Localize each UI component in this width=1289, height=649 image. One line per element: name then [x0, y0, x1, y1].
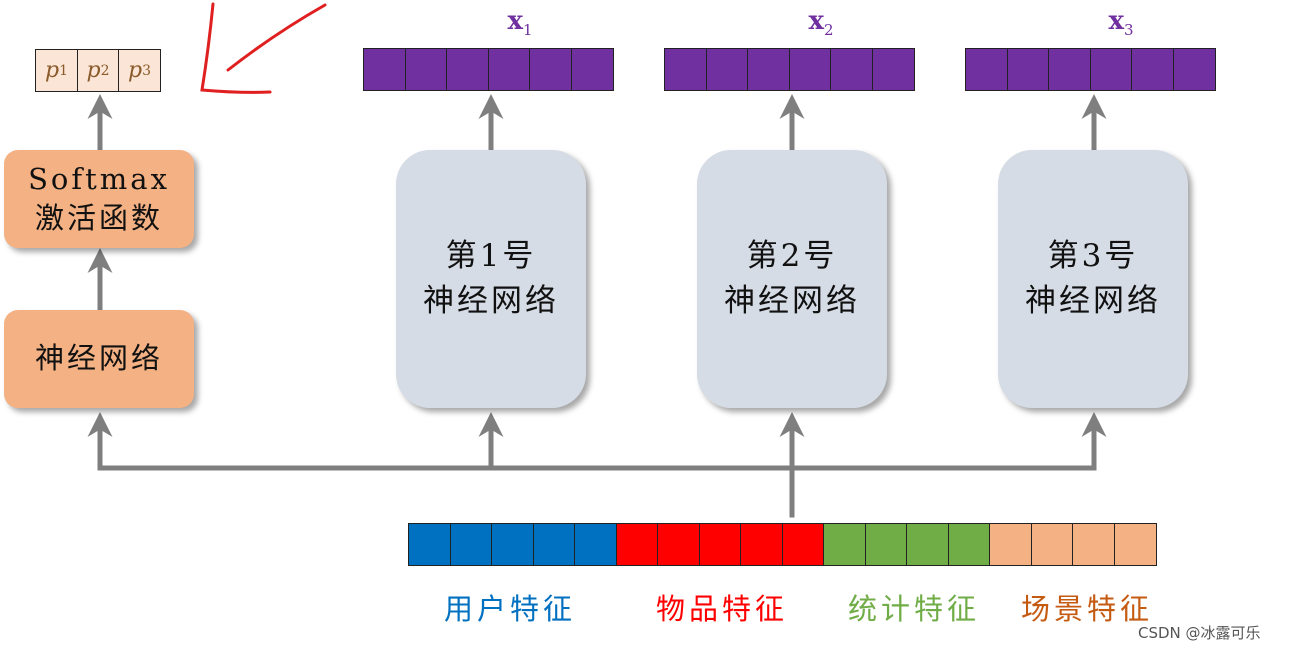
- feature-cell: [1072, 523, 1115, 566]
- feature-cell: [781, 523, 825, 566]
- softmax-box: Softmax 激活函数: [4, 150, 194, 248]
- expert-output-label-2: x2: [808, 6, 834, 40]
- expert-network-1: 第1号 神经网络: [396, 150, 586, 408]
- feature-cell: [449, 523, 493, 566]
- feature-cell: [491, 523, 534, 566]
- feature-cell: [615, 523, 659, 566]
- feature-cell: [906, 523, 949, 566]
- expert-output-label-1: x1: [507, 6, 533, 40]
- expert-network-2: 第2号 神经网络: [697, 150, 887, 408]
- feature-vector: [408, 523, 1157, 566]
- expert-output-label-3: x3: [1108, 6, 1134, 40]
- feature-label-item: 物品特征: [656, 592, 789, 626]
- expert-output-vector-1: [363, 48, 614, 91]
- feature-cell: [408, 523, 451, 566]
- feature-cell: [947, 523, 991, 566]
- expert-subtitle: 神经网络: [423, 283, 559, 319]
- watermark: CSDN @冰露可乐: [1138, 624, 1261, 642]
- feature-cell: [532, 523, 576, 566]
- expert-output-vector-3: [965, 48, 1216, 91]
- feature-cell: [1030, 523, 1074, 566]
- softmax-title: Softmax: [28, 161, 170, 196]
- expert-network-3: 第3号 神经网络: [998, 150, 1188, 408]
- gate-network-label: 神经网络: [34, 341, 163, 376]
- expert-subtitle: 神经网络: [1025, 283, 1161, 319]
- expert-output-vector-2: [664, 48, 915, 91]
- feature-cell: [1113, 523, 1157, 566]
- expert-title: 第3号: [1047, 238, 1139, 275]
- feature-cell: [823, 523, 866, 566]
- feature-cell: [698, 523, 742, 566]
- feature-label-user: 用户特征: [444, 592, 577, 626]
- hand-drawn-annotation: [200, 2, 327, 94]
- expert-title: 第2号: [746, 238, 838, 275]
- feature-cell: [657, 523, 700, 566]
- expert-subtitle: 神经网络: [724, 283, 860, 319]
- feature-cell: [864, 523, 908, 566]
- expert-title: 第1号: [445, 238, 537, 275]
- feature-cell: [574, 523, 617, 566]
- softmax-subtitle: 激活函数: [34, 201, 163, 235]
- feature-label-statistics: 统计特征: [848, 592, 981, 626]
- feature-cell: [989, 523, 1032, 566]
- feature-cell: [740, 523, 783, 566]
- feature-label-scene: 场景特征: [1021, 592, 1154, 626]
- gate-network-box: 神经网络: [4, 310, 194, 408]
